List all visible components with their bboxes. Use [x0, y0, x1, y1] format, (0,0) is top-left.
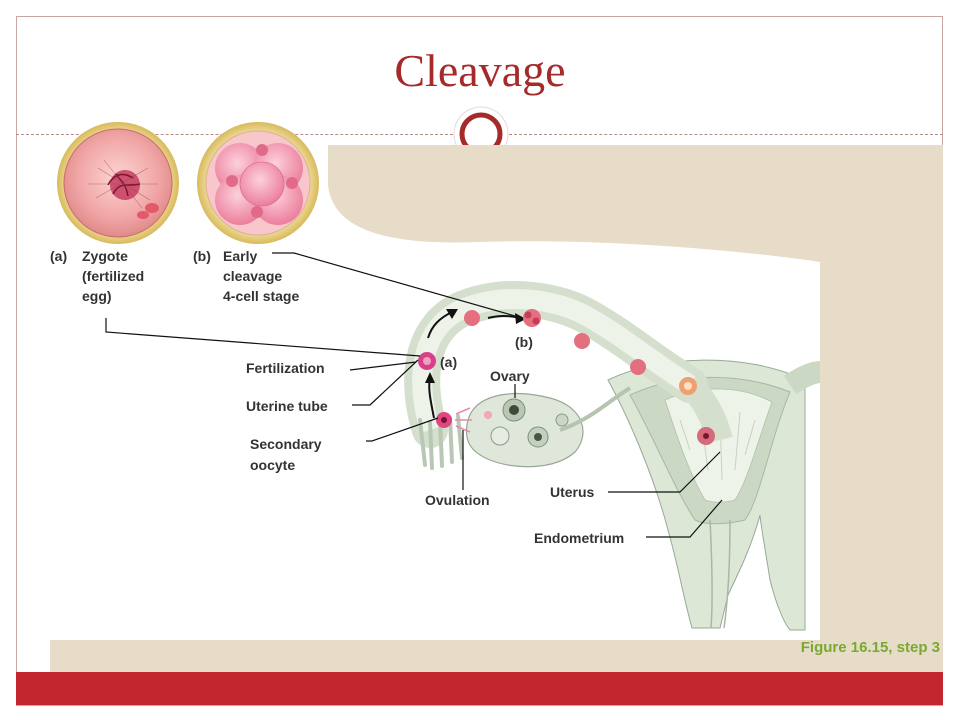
label-secondary-oocyte-2: oocyte	[250, 457, 296, 473]
label-uterus: Uterus	[550, 484, 595, 500]
figure-caption: Figure 16.15, step 3	[800, 639, 940, 656]
label-secondary-oocyte-1: Secondary	[250, 436, 322, 452]
label-fertilization: Fertilization	[246, 360, 325, 376]
inset-b-line-1: Early	[223, 248, 258, 264]
label-uterine-tube: Uterine tube	[246, 398, 328, 414]
marker-b: (b)	[515, 334, 533, 350]
zygote-inset	[57, 122, 179, 244]
embryo-stages	[418, 309, 715, 445]
label-endometrium: Endometrium	[534, 530, 625, 546]
bottom-accent-bar	[16, 672, 943, 705]
uterus-illustration	[607, 359, 821, 631]
slide-title: Cleavage	[394, 45, 566, 96]
four-cell-inset	[197, 122, 319, 244]
leader-lines	[105, 252, 723, 538]
ovary-illustration	[465, 386, 632, 468]
inset-a-line-3: egg)	[82, 288, 112, 304]
title-divider-right	[509, 134, 943, 135]
inset-b-letter: (b)	[193, 248, 211, 264]
label-ovulation: Ovulation	[425, 492, 490, 508]
inset-a-letter: (a)	[50, 248, 68, 264]
inset-b-line-3: 4-cell stage	[223, 288, 300, 304]
inset-b-line-2: cleavage	[223, 268, 283, 284]
marker-a: (a)	[440, 354, 458, 370]
migration-arrows	[425, 309, 526, 419]
inset-a-line-2: (fertilized	[82, 268, 145, 284]
inset-a-line-1: Zygote	[82, 248, 128, 264]
label-ovary: Ovary	[490, 368, 530, 384]
